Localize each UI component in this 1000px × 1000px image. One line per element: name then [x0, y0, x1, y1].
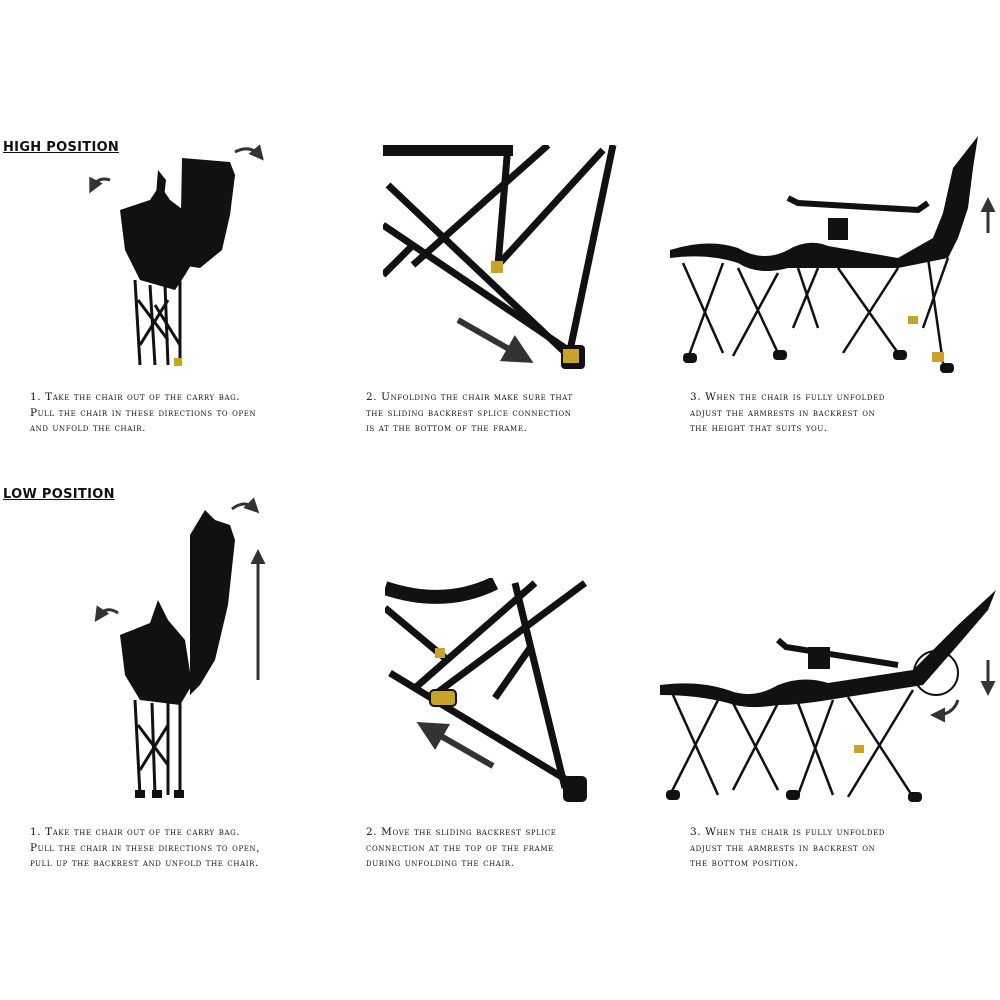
low-step2-illustration [385, 578, 605, 808]
caption-line: Pull the chair in these directions to op… [30, 406, 257, 419]
folded-chair-icon [120, 158, 235, 366]
caption-line: pull up the backrest and unfold the chai… [30, 857, 259, 869]
high-step3-caption: 3. When the chair is fully unfolded adju… [690, 390, 885, 437]
caption-line: 2. Move the sliding backrest splice [366, 826, 557, 838]
frame-detail-icon [383, 145, 617, 363]
high-step3-illustration [668, 128, 998, 378]
caption-line: 2. Unfolding the chair make sure that [366, 391, 573, 403]
folded-chair-icon [120, 510, 235, 798]
low-step1-illustration [80, 495, 280, 815]
curved-arrow-icon [94, 605, 119, 622]
low-position-heading: LOW POSITION [3, 487, 115, 502]
caption-line: adjust the armrests in backrest on [690, 841, 876, 854]
caption-line: adjust the armrests in backrest on [690, 406, 876, 419]
curved-arrow-icon [930, 699, 960, 723]
high-step1-caption: 1. Take the chair out of the carry bag. … [30, 390, 256, 437]
low-step2-caption: 2. Move the sliding backrest splice conn… [366, 825, 556, 872]
curved-arrow-icon [231, 497, 260, 514]
caption-line: the sliding backrest splice connection [366, 406, 572, 419]
high-step1-illustration [80, 140, 280, 380]
high-position-heading: HIGH POSITION [3, 140, 120, 155]
caption-line: and unfold the chair. [30, 422, 147, 434]
caption-line: 1. Take the chair out of the carry bag. [30, 391, 241, 403]
low-step1-caption: 1. Take the chair out of the carry bag. … [30, 825, 260, 872]
highlight-circle [913, 650, 959, 696]
curved-arrow-icon [234, 144, 264, 161]
low-step3-caption: 3. When the chair is fully unfolded adju… [690, 825, 885, 872]
high-step2-caption: 2. Unfolding the chair make sure that th… [366, 390, 573, 437]
straight-arrow-icon [456, 317, 534, 363]
low-step3-illustration [658, 585, 998, 810]
caption-line: 1. Take the chair out of the carry bag. [30, 826, 241, 838]
caption-line: the bottom position. [690, 857, 799, 869]
straight-arrow-icon [416, 722, 495, 769]
unfolded-chair-icon [670, 136, 978, 373]
curved-arrow-icon [89, 176, 111, 194]
frame-detail-icon [385, 578, 588, 791]
caption-line: Pull the chair in these directions to op… [30, 841, 261, 854]
caption-line: is at the bottom of the frame. [366, 422, 528, 434]
caption-line: 3. When the chair is fully unfolded [690, 391, 885, 403]
caption-line: during unfolding the chair. [366, 857, 515, 869]
caption-line: connection at the top of the frame [366, 841, 554, 854]
unfolded-chair-icon [660, 590, 996, 802]
high-step2-illustration [383, 145, 623, 380]
caption-line: the height that suits you. [690, 422, 828, 434]
caption-line: 3. When the chair is fully unfolded [690, 826, 885, 838]
